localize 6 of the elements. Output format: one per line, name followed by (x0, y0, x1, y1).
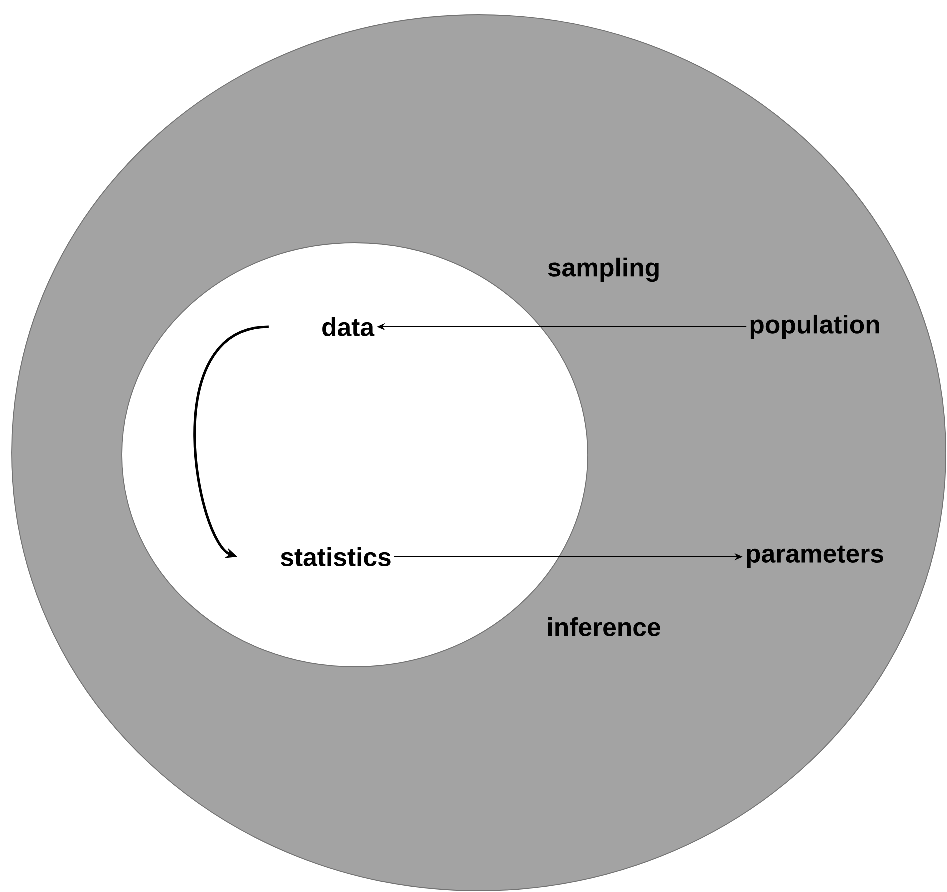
node-label: statistics (281, 548, 391, 566)
node-label: parameters (747, 546, 884, 568)
node-label: population (750, 314, 880, 339)
edge-label: inference (548, 618, 660, 636)
node-label: data (322, 318, 375, 336)
edge-label: sampling (548, 258, 659, 282)
